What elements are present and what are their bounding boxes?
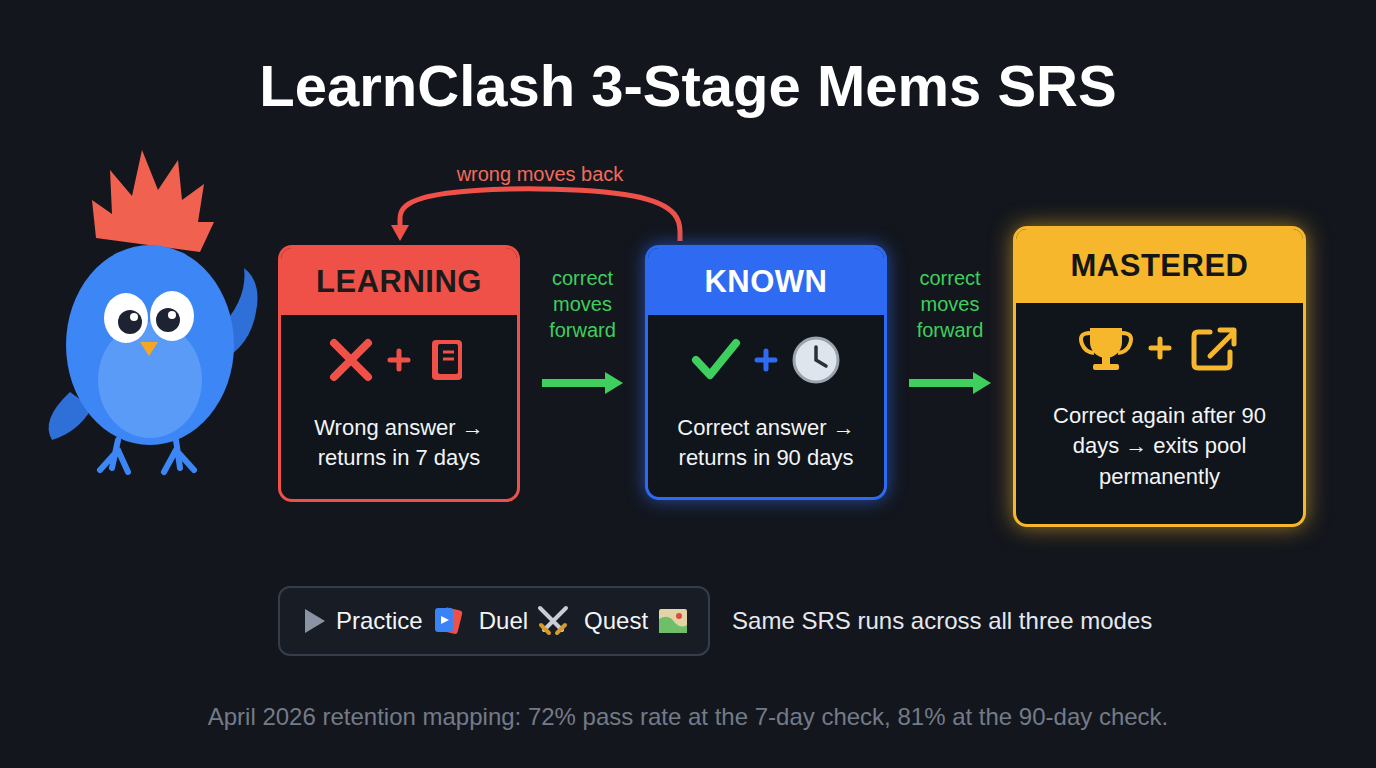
mode-icon [536,604,570,638]
mode-item: Quest [584,604,690,638]
mascot-foot [164,440,194,472]
mascot-foot [100,440,128,472]
mode-name: Duel [479,607,528,635]
clock-icon [794,338,838,382]
map-icon [659,609,687,633]
plus-icon [390,351,408,369]
plus-icon [1151,339,1169,357]
mascot-eye [104,293,148,343]
caption: April 2026 retention mapping: 72% pass r… [0,703,1376,731]
mode-item: Practice [298,604,465,638]
stage-box: KNOWN Correct answer → returns in 90 days [645,245,887,500]
x-icon [334,343,368,377]
edge-label: wrong moves back [420,161,660,187]
mascot-beak [140,342,158,356]
note-label: Same SRS runs across all three modes [732,607,1152,635]
stage-header: LEARNING [281,248,517,315]
mode-icon [431,604,465,638]
edge-label: correct moves forward [526,265,639,343]
mascot-crest [92,150,214,252]
stage-title: LEARNING [316,264,482,300]
bird-mascot [49,150,258,472]
stage-box: MASTERED Correct again after 90 days → ex… [1013,226,1306,527]
play-icon [305,609,325,633]
plus-icon [757,351,775,369]
icon-row [299,327,499,393]
check-icon [696,343,736,375]
stage-body: Correct answer → returns in 90 days [648,315,884,492]
icon-row [1060,315,1260,381]
mascot-glint [168,311,176,319]
mascot-glint [130,313,138,321]
mode-pill: Practice Duel Quest [278,586,710,656]
stage-header: KNOWN [648,248,884,315]
mode-icon [298,606,328,636]
stage-rule: Correct again after 90 days → exits pool… [1030,401,1289,492]
back-arrow [400,189,680,241]
forward-arrow [542,379,605,387]
mode-item: Duel [479,604,570,638]
edge-label: correct moves forward [893,265,1007,343]
mode-name: Quest [584,607,648,635]
mascot-pupil [118,310,142,334]
stage-header: MASTERED [1016,229,1303,303]
mode-icon [656,604,690,638]
stage-body: Correct again after 90 days → exits pool… [1016,303,1303,510]
forward-arrow [909,379,973,387]
stage-rule: Wrong answer → returns in 7 days [295,413,503,474]
swords-icon [540,608,566,633]
ext-icon [1194,330,1234,368]
mode-name: Practice [336,607,423,635]
stage-box: LEARNING Wrong answer → returns in 7 days [278,245,520,502]
book-icon [432,340,462,380]
mascot-pupil [156,308,180,332]
mascot-belly [98,322,202,438]
mascot-body [66,245,234,445]
stage-rule: Correct answer → returns in 90 days [662,413,870,474]
icon-row [666,327,866,393]
stage-title: MASTERED [1071,248,1249,284]
trophy-icon [1081,328,1131,370]
diagram-title: LearnClash 3-Stage Mems SRS [0,52,1376,119]
mascot-eye [150,291,194,341]
stage-title: KNOWN [704,264,827,300]
stage-body: Wrong answer → returns in 7 days [281,315,517,492]
cards-icon [435,607,463,635]
